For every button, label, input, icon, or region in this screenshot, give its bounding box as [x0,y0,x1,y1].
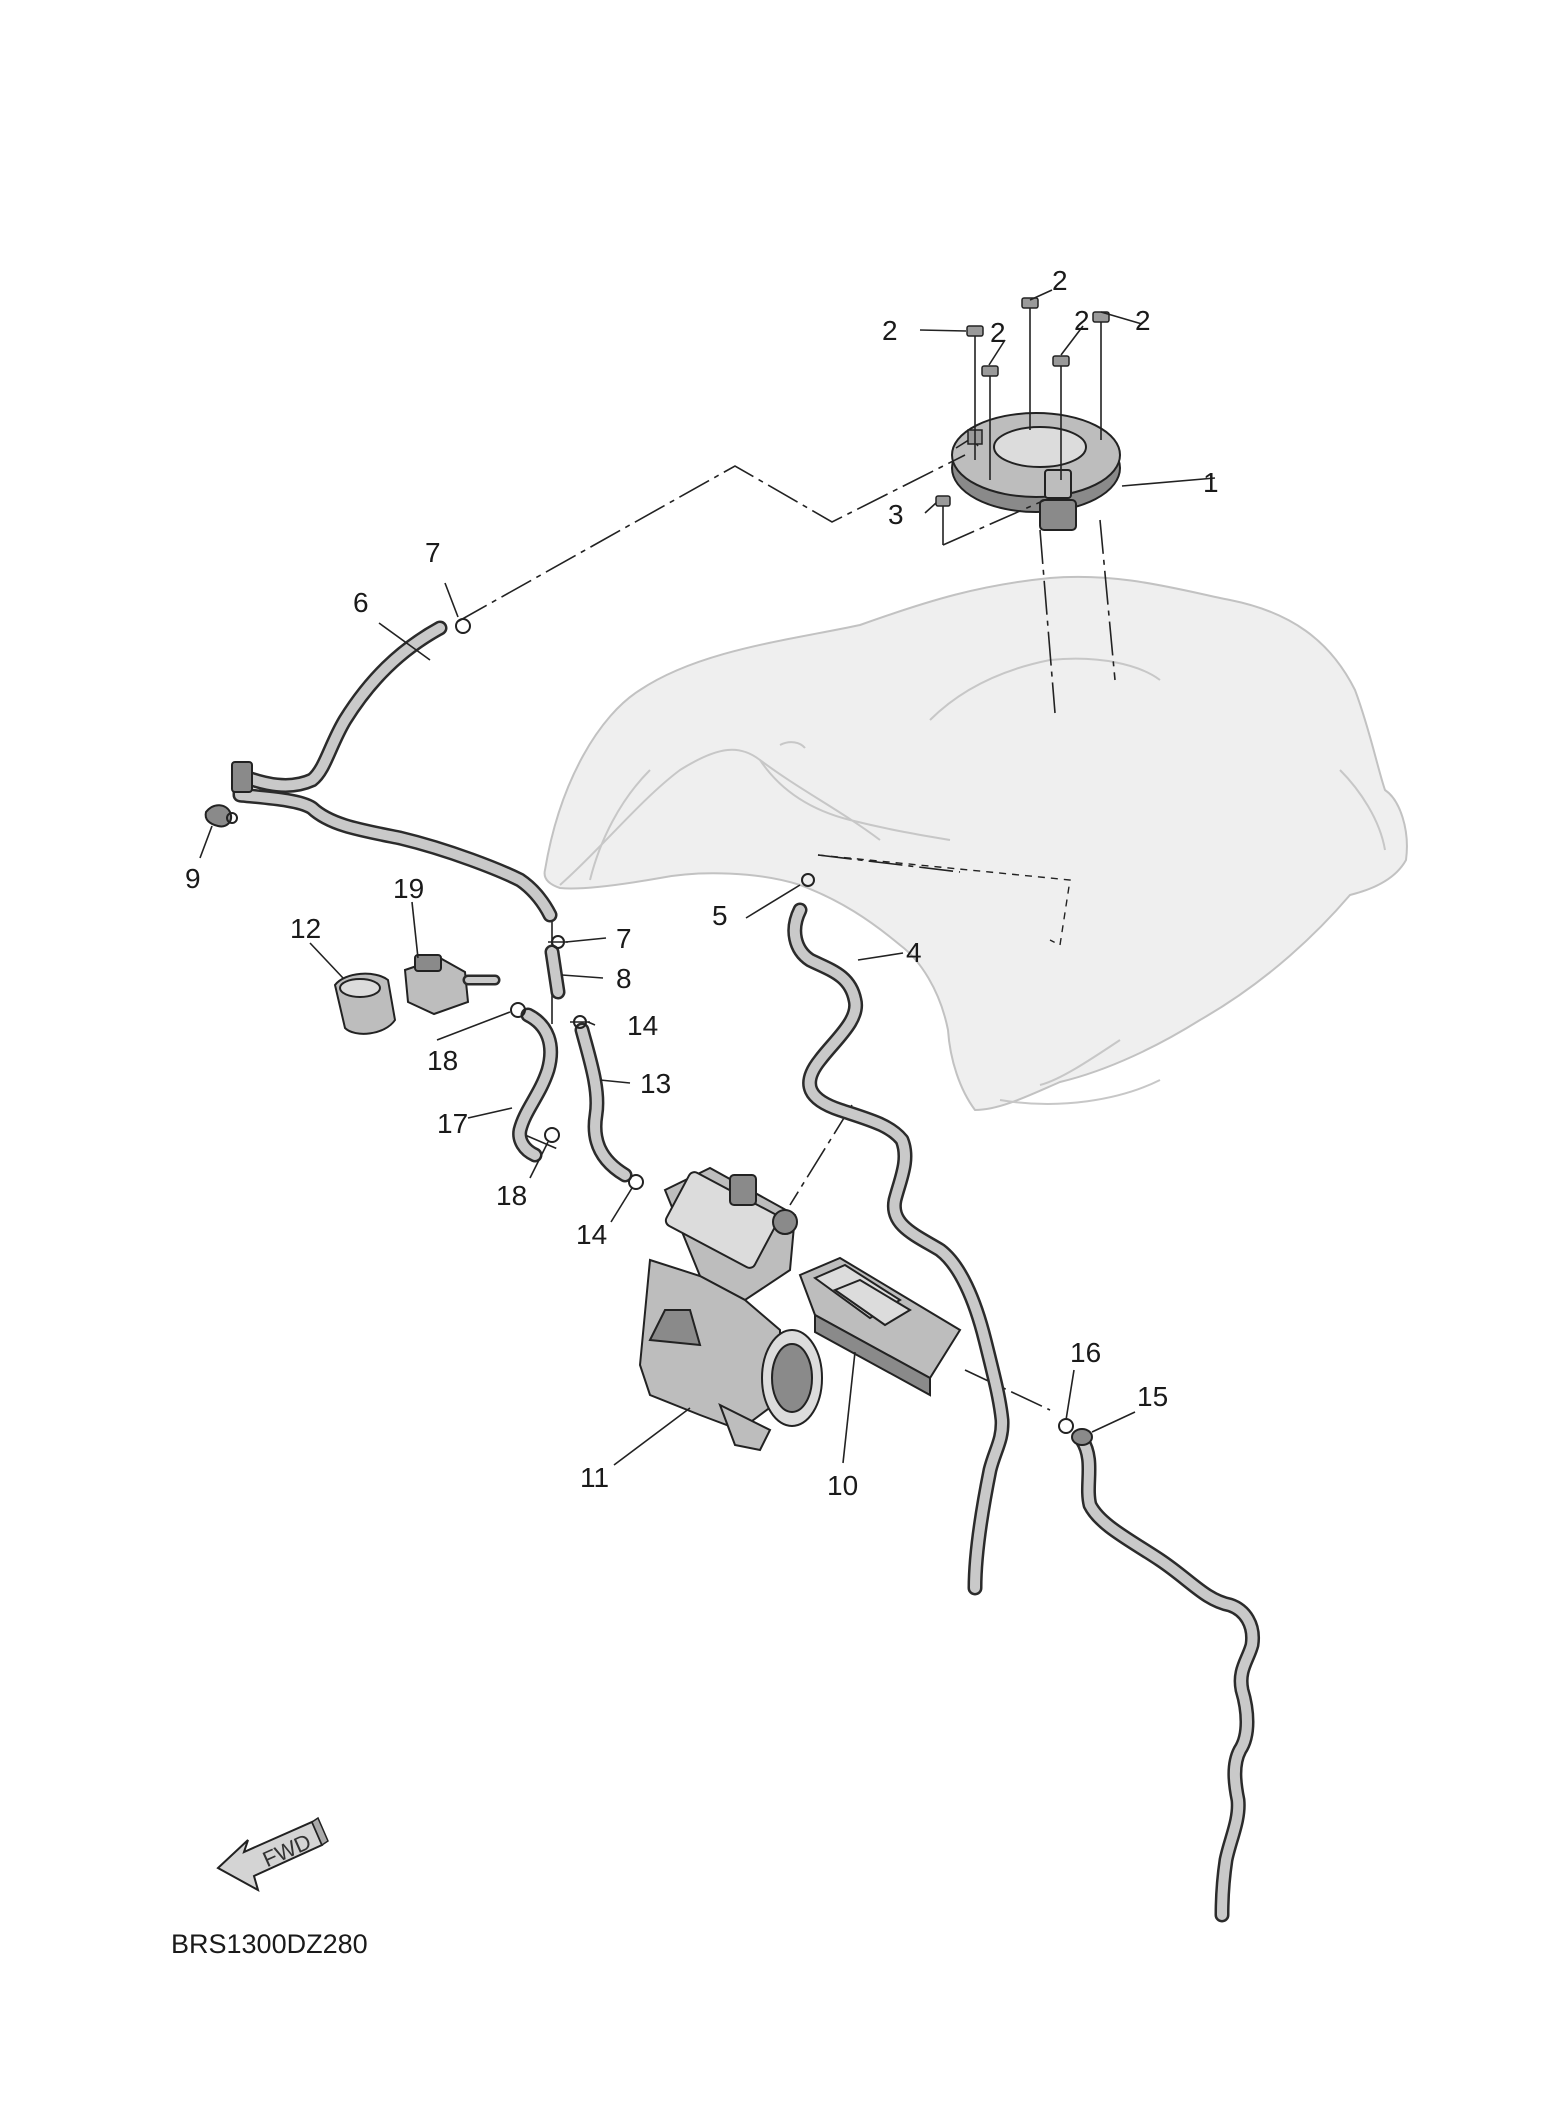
filter-10 [798,1256,962,1397]
hose-clamps [204,618,1074,1434]
solenoid-valve-19 [403,954,501,1016]
callout-16: 16 [1070,1337,1101,1368]
callout-15: 15 [1137,1381,1168,1412]
hose-6 [231,620,558,923]
flange-bolts [935,297,1110,545]
callout-19: 19 [393,873,424,904]
fwd-arrow-icon: FWD [216,1816,329,1893]
callout-6: 6 [353,587,369,618]
hose-8 [544,944,566,1000]
callout-18-bottom: 18 [496,1180,527,1211]
callout-2-left: 2 [882,315,898,346]
callout-13: 13 [640,1068,671,1099]
fuel-pump-flange [951,412,1121,531]
callout-numbers: 1 2 2 2 2 2 3 4 5 6 7 7 8 9 10 11 12 13 … [185,265,1219,1501]
callout-17: 17 [437,1108,468,1139]
rubber-grommet-12 [333,972,397,1035]
callout-3: 3 [888,499,904,530]
callout-2-mid: 2 [990,317,1006,348]
callout-11: 11 [580,1462,609,1493]
callout-14-top: 14 [627,1010,658,1041]
leader-lines [199,289,1216,1466]
callout-4: 4 [906,937,922,968]
callout-9: 9 [185,863,201,894]
callout-2-right: 2 [1074,305,1090,336]
callout-2-top: 2 [1052,265,1068,296]
callout-10: 10 [827,1470,858,1501]
hose-17 [512,1007,559,1163]
callout-7-mid: 7 [616,923,632,954]
canister-11 [638,1166,823,1452]
diagram-code: BRS1300DZ280 [171,1929,368,1959]
callout-7-top: 7 [425,537,441,568]
callout-18-top: 18 [427,1045,458,1076]
callout-5: 5 [712,900,728,931]
callout-1: 1 [1203,467,1219,498]
callout-14-bottom: 14 [576,1219,607,1250]
hose-13 [574,1022,633,1183]
hose-4 [787,902,1010,1596]
hose-15 [1071,1428,1261,1923]
fuel-tank [543,575,1408,1112]
callout-12: 12 [290,913,321,944]
callout-2-far-right: 2 [1135,305,1151,336]
callout-8: 8 [616,963,632,994]
